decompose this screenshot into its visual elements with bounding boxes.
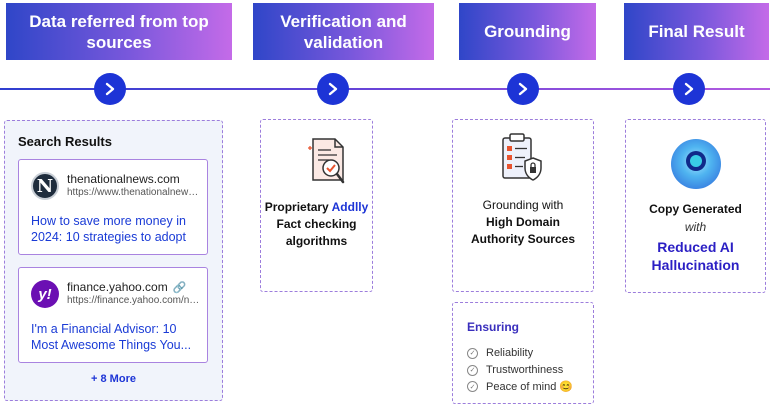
final-result-card: Copy Generated with Reduced AI Hallucina… <box>625 119 766 293</box>
step-header-grounding: Grounding <box>459 3 596 60</box>
final-line2: with <box>684 220 707 234</box>
step-arrow-1 <box>94 73 126 105</box>
step-title: Grounding <box>484 22 571 41</box>
yahoo-logo-icon: y! <box>31 280 59 308</box>
step-header-final-result: Final Result <box>624 3 769 60</box>
step-title: Data referred from top sources <box>29 11 209 52</box>
step-arrow-2 <box>317 73 349 105</box>
final-line4: Hallucination <box>651 257 740 273</box>
verification-description: Proprietary Addlly Fact checking algorit… <box>261 199 372 250</box>
result-url: https://finance.yahoo.com/news/ <box>67 295 202 306</box>
final-line3: Reduced AI <box>657 239 734 255</box>
chevron-right-icon <box>105 82 115 96</box>
verify-line2: Fact checking <box>276 217 357 231</box>
search-result-item[interactable]: y! finance.yahoo.com 🔗 https://finance.ya… <box>18 267 208 363</box>
result-url: https://www.thenationalnews.com/ <box>67 187 202 198</box>
final-highlight: Reduced AI Hallucination <box>626 238 765 274</box>
step-arrow-3 <box>507 73 539 105</box>
ensuring-item: ✓ Trustworthiness <box>467 364 563 376</box>
step-title: Verification and validation <box>280 11 407 52</box>
ensuring-item-label: Peace of mind 😊 <box>486 381 574 393</box>
grounding-card: Grounding with High Domain Authority Sou… <box>452 119 594 292</box>
ensuring-title: Ensuring <box>467 320 520 334</box>
verification-card: Proprietary Addlly Fact checking algorit… <box>260 119 373 292</box>
step-arrow-4 <box>673 73 705 105</box>
ensuring-card: Ensuring ✓ Reliability ✓ Trustworthiness… <box>452 302 594 404</box>
document-verification-icon <box>308 138 345 184</box>
result-site-text: finance.yahoo.com <box>67 280 168 294</box>
step-header-data-referred: Data referred from top sources <box>6 3 232 60</box>
ensuring-item: ✓ Peace of mind 😊 <box>467 380 573 393</box>
link-icon: 🔗 <box>172 282 187 294</box>
final-line1: Copy Generated <box>649 202 742 216</box>
verify-line3: algorithms <box>285 234 348 248</box>
verify-line1: Proprietary <box>264 200 329 214</box>
step-title: Final Result <box>648 22 745 41</box>
grounding-line1: Grounding with <box>482 198 564 212</box>
chevron-right-icon <box>684 82 694 96</box>
check-circle-icon: ✓ <box>467 347 478 359</box>
ensuring-item-label: Trustworthiness <box>486 364 564 376</box>
grounding-line3: Authority Sources <box>470 232 575 246</box>
check-circle-icon: ✓ <box>467 381 478 392</box>
ai-brain-icon <box>671 139 721 189</box>
result-heading-link[interactable]: How to save more money in 2024: 10 strat… <box>31 214 186 244</box>
chevron-right-icon <box>328 82 338 96</box>
brand-name: Addlly <box>331 200 369 214</box>
search-results-title: Search Results <box>18 134 112 149</box>
search-results-card: Search Results N thenationalnews.com htt… <box>4 120 223 401</box>
check-circle-icon: ✓ <box>467 364 478 376</box>
ensuring-item-label: Reliability <box>486 347 534 359</box>
result-heading-link[interactable]: I'm a Financial Advisor: 10 Most Awesome… <box>31 322 192 352</box>
chevron-right-icon <box>518 82 528 96</box>
result-site: finance.yahoo.com 🔗 <box>67 280 186 294</box>
ensuring-item: ✓ Reliability <box>467 347 533 359</box>
result-site: thenationalnews.com <box>67 172 180 186</box>
timeline-line <box>0 88 770 90</box>
grounding-description: Grounding with High Domain Authority Sou… <box>453 197 593 248</box>
checklist-shield-icon <box>502 133 542 181</box>
nationalnews-logo-icon: N <box>31 172 59 200</box>
step-header-verification: Verification and validation <box>253 3 434 60</box>
search-result-item[interactable]: N thenationalnews.com https://www.thenat… <box>18 159 208 255</box>
more-results-link[interactable]: + 8 More <box>91 373 136 385</box>
grounding-line2: High Domain <box>486 215 560 229</box>
